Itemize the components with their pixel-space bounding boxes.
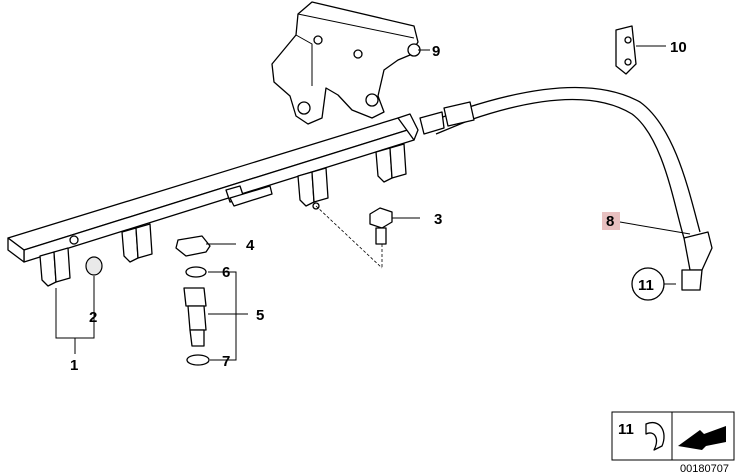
fuel-rail-part	[7, 113, 419, 287]
svg-text:8: 8	[606, 213, 614, 230]
legend-box: 11	[611, 411, 735, 461]
callout-8-highlight	[602, 212, 620, 230]
svg-text:2: 2	[89, 309, 97, 326]
callout-7: 7	[222, 353, 230, 370]
svg-text:1: 1	[70, 357, 78, 374]
mounting-bracket-part	[271, 1, 421, 125]
clip-part	[175, 235, 236, 257]
svg-text:7: 7	[222, 353, 230, 370]
injector-part	[183, 266, 248, 366]
svg-text:3: 3	[434, 211, 442, 228]
cap-part	[85, 256, 103, 300]
hex-bolt-part	[369, 207, 420, 245]
callout-1: 1	[70, 357, 78, 374]
svg-text:6: 6	[222, 264, 230, 281]
callout-5: 5	[256, 307, 264, 324]
svg-text:9: 9	[432, 43, 440, 60]
callout-6: 6	[222, 264, 230, 281]
arrow-icon	[678, 426, 726, 450]
hose-bracket-part	[615, 25, 666, 75]
svg-text:4: 4	[246, 237, 255, 254]
callout-10: 10	[670, 39, 687, 56]
legend-label: 11	[618, 421, 634, 438]
svg-text:10: 10	[670, 39, 687, 56]
callout-9: 9	[418, 43, 440, 60]
fuel-hose-part	[419, 86, 713, 291]
clip-icon	[645, 421, 665, 451]
callout-4: 4	[246, 237, 255, 254]
svg-text:5: 5	[256, 307, 264, 324]
document-number: 00180707	[680, 463, 729, 475]
svg-text:11: 11	[638, 277, 654, 294]
callout-8: 8	[602, 212, 620, 230]
callout-11: 11	[631, 267, 676, 301]
callout-3: 3	[434, 211, 442, 228]
callout-2: 2	[89, 309, 97, 326]
